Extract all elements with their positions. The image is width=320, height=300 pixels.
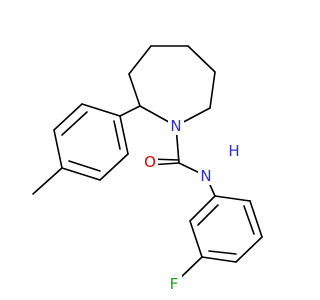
atom-background xyxy=(168,117,184,135)
bond xyxy=(113,120,121,150)
ring-nitrogen-label: N xyxy=(170,117,181,135)
bond xyxy=(249,200,263,238)
bond xyxy=(235,236,263,263)
azepane-ring xyxy=(128,45,216,127)
tolyl-group xyxy=(32,103,141,195)
atom-background xyxy=(198,167,214,185)
bond xyxy=(243,205,255,235)
bond xyxy=(128,73,141,107)
atom-background xyxy=(142,153,158,171)
bond xyxy=(81,103,121,117)
bond xyxy=(119,105,141,117)
bond xyxy=(187,45,216,73)
bond xyxy=(189,195,216,222)
bond xyxy=(32,167,63,195)
bond xyxy=(208,250,237,255)
molecule-structure: N O N H F xyxy=(32,45,263,293)
carbonyl-oxygen-label: O xyxy=(144,153,156,171)
carboxamide-group xyxy=(149,125,216,197)
bond xyxy=(201,256,237,263)
amide-nitrogen-label: N xyxy=(200,167,211,185)
bond xyxy=(61,167,101,181)
fluorine-label: F xyxy=(170,275,179,293)
bond xyxy=(189,220,203,258)
bond xyxy=(197,204,219,226)
bond xyxy=(68,160,101,172)
atom-labels: N O N H F xyxy=(142,117,242,293)
amide-hydrogen-label: H xyxy=(228,142,239,160)
bond xyxy=(209,71,216,109)
bond xyxy=(53,103,83,131)
bond xyxy=(99,153,129,181)
bond xyxy=(214,195,251,202)
bond xyxy=(128,45,152,75)
bond xyxy=(61,111,88,136)
bond xyxy=(53,129,63,169)
atom-background xyxy=(226,142,242,160)
bond xyxy=(119,115,129,155)
atom-background xyxy=(166,275,182,293)
fluorophenyl-group xyxy=(175,195,263,283)
